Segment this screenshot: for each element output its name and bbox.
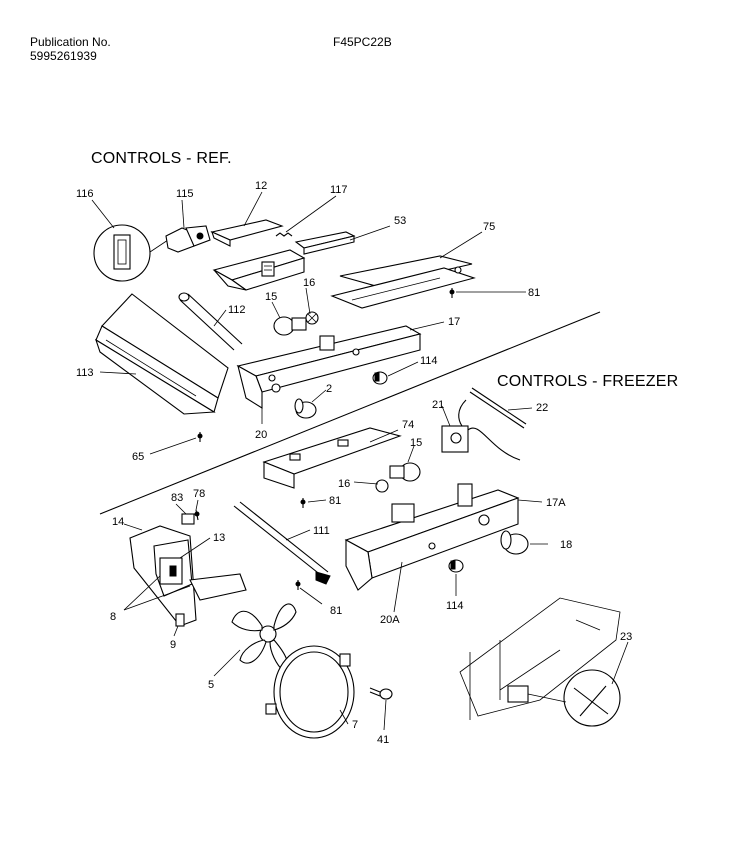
callout-8: 8 <box>110 611 116 623</box>
callout-111: 111 <box>313 525 330 537</box>
callout-65: 65 <box>132 451 144 463</box>
callout-114-a: 114 <box>420 355 438 367</box>
part-81-middle <box>300 498 306 508</box>
callout-114-b: 114 <box>446 600 464 612</box>
part-113 <box>95 293 229 415</box>
model-number: F45PC22B <box>333 35 392 49</box>
callout-17A: 17A <box>546 497 566 509</box>
freezer-controls-title: CONTROLS - FREEZER <box>497 373 679 390</box>
callout-20A: 20A <box>380 614 400 626</box>
callout-81-b: 81 <box>329 495 341 507</box>
callout-9: 9 <box>170 639 176 651</box>
callout-81-a: 81 <box>528 287 540 299</box>
ref-controls-title: CONTROLS - REF. <box>91 150 232 167</box>
callout-23: 23 <box>620 631 632 643</box>
part-75 <box>330 255 476 309</box>
part-74 <box>262 427 402 489</box>
callout-21: 21 <box>432 399 444 411</box>
part-12 <box>210 219 284 247</box>
ref-bulb-assembly <box>273 311 319 336</box>
callout-41: 41 <box>377 734 389 746</box>
part-17A <box>344 483 520 591</box>
part-7 <box>265 645 355 739</box>
part-112 <box>178 292 243 351</box>
part-65 <box>197 432 203 442</box>
part-78 <box>194 509 200 521</box>
callout-16-a: 16 <box>303 277 315 289</box>
publication-number: 5995261939 <box>30 49 97 63</box>
callout-17: 17 <box>448 316 460 328</box>
part-13 <box>159 557 247 601</box>
part-115 <box>165 225 211 253</box>
part-117 <box>275 232 293 237</box>
callout-14: 14 <box>112 516 124 528</box>
callout-117: 117 <box>330 184 348 196</box>
part-83 <box>181 513 195 525</box>
part-2 <box>271 383 317 419</box>
callout-81-c: 81 <box>330 605 342 617</box>
part-53 <box>294 231 356 255</box>
part-114-lower <box>448 559 464 573</box>
callout-12: 12 <box>255 180 267 192</box>
callout-16-b: 16 <box>338 478 350 490</box>
part-41 <box>369 687 393 700</box>
callout-112: 112 <box>228 304 246 316</box>
callout-53: 53 <box>394 215 406 227</box>
part-81-upper <box>449 288 455 298</box>
callout-75: 75 <box>483 221 495 233</box>
callout-22: 22 <box>536 402 548 414</box>
ref-control-housing <box>212 249 306 291</box>
part-9 <box>175 613 185 627</box>
part-81-lower <box>295 580 301 590</box>
callout-15-b: 15 <box>410 437 422 449</box>
callout-5: 5 <box>208 679 214 691</box>
part-22 <box>469 387 527 429</box>
callout-13: 13 <box>213 532 225 544</box>
callout-116: 116 <box>76 188 94 200</box>
callout-labels: 116 115 12 117 53 75 81 16 15 112 17 113… <box>76 180 632 746</box>
callout-83: 83 <box>171 492 183 504</box>
part-21 <box>441 399 521 461</box>
part-111 <box>233 501 331 585</box>
leader-lines <box>91 191 629 731</box>
callout-2: 2 <box>326 383 332 395</box>
callout-74: 74 <box>402 419 414 431</box>
section-divider <box>99 311 601 515</box>
callout-18: 18 <box>560 539 572 551</box>
freezer-bulb-assembly <box>375 462 421 493</box>
callout-113: 113 <box>76 367 94 379</box>
callout-20: 20 <box>255 429 267 441</box>
part-114-upper <box>372 371 388 385</box>
publication-label: Publication No. <box>30 35 111 49</box>
callout-7: 7 <box>352 719 358 731</box>
part-18 <box>500 530 529 555</box>
part-116-detail <box>93 224 169 282</box>
callout-115: 115 <box>176 188 194 200</box>
part-17 <box>236 325 422 409</box>
part-23-detail <box>459 597 621 727</box>
callout-15-a: 15 <box>265 291 277 303</box>
callout-78: 78 <box>193 488 205 500</box>
